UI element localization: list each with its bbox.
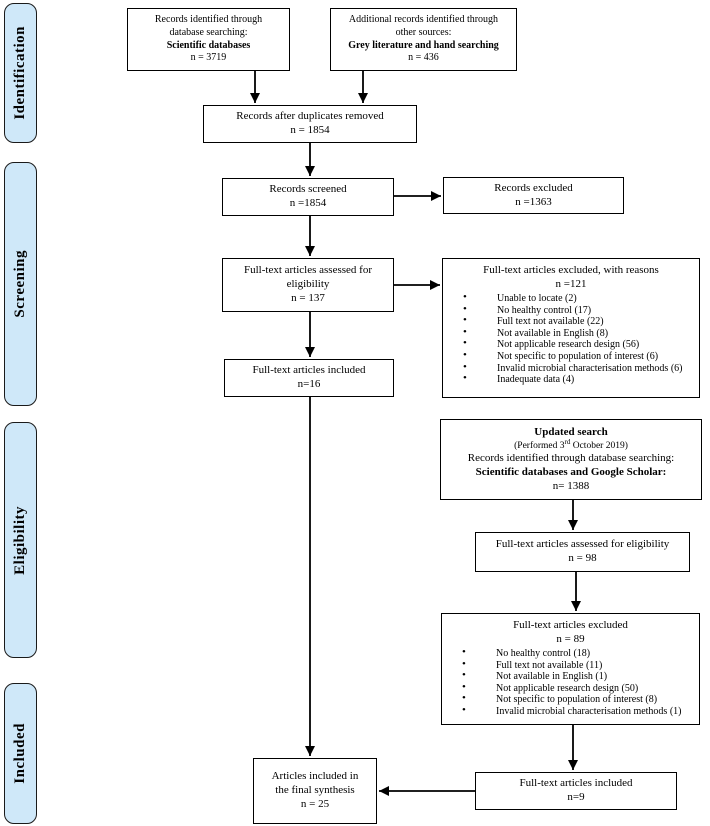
exclusion-reason: Not applicable research design (56) (446, 338, 696, 351)
box-fulltext-excluded-reasons: Full-text articles excluded, with reason… (442, 258, 700, 398)
box-records-excluded: Records excluded n =1363 (443, 177, 624, 214)
exclusion-reason: Unable to locate (2) (446, 292, 696, 305)
box-text-line: database searching: (169, 26, 248, 38)
box-text-line: Records after duplicates removed (236, 110, 384, 123)
box-count: n =1854 (289, 197, 327, 209)
exclusion-reason: Not applicable research design (50) (445, 682, 696, 695)
box-text-line: Full-text articles included (252, 364, 366, 377)
exclusion-reason: Full text not available (22) (446, 315, 696, 328)
box-count: n = 436 (408, 52, 439, 64)
exclusion-reason: Invalid microbial characterisation metho… (446, 362, 696, 375)
box-text-line: Records identified through (154, 14, 263, 26)
box-count: n = 25 (300, 797, 330, 810)
box-text-line: Articles included in (271, 770, 359, 783)
exclusion-reason: Not available in English (1) (445, 670, 696, 683)
box-count: n=16 (297, 378, 321, 390)
exclusion-reason: Not available in English (8) (446, 327, 696, 340)
box-text-line: Records excluded (494, 181, 573, 194)
exclusion-reason-list: Unable to locate (2) No healthy control … (446, 292, 696, 386)
box-duplicates-removed: Records after duplicates removed n = 185… (203, 105, 417, 143)
exclusion-reason: No healthy control (17) (446, 304, 696, 317)
box-fulltext-included-16: Full-text articles included n=16 (224, 359, 394, 397)
stage-eligibility-label: Eligibility (12, 505, 28, 575)
box-count: n = 137 (291, 291, 325, 304)
box-fulltext-included-9: Full-text articles included n=9 (475, 772, 677, 810)
performed-post: October 2019) (570, 440, 628, 451)
box-text-line: eligibility (286, 278, 330, 291)
box-records-identified-database: Records identified through database sear… (127, 8, 290, 71)
box-text-line: Records identified through database sear… (467, 451, 675, 464)
box-text-line: Full-text articles included (519, 777, 633, 790)
box-text-line: the final synthesis (275, 784, 355, 797)
box-count: n = 3719 (190, 52, 227, 64)
performed-pre: (Performed 3 (514, 440, 565, 451)
box-count: n =1363 (515, 195, 552, 208)
box-additional-records: Additional records identified through ot… (330, 8, 517, 71)
exclusion-reason-list: No healthy control (18) Full text not av… (445, 647, 696, 718)
stage-included: Included (4, 683, 37, 824)
stage-identification: Identification (4, 3, 37, 143)
box-text-line: Full-text articles assessed for eligibil… (495, 538, 670, 551)
exclusion-reason: Not specific to population of interest (… (445, 693, 696, 706)
stage-screening-label: Screening (12, 250, 28, 318)
box-count: n = 89 (556, 632, 585, 645)
box-count: n =121 (555, 277, 587, 290)
stage-screening: Screening (4, 162, 37, 406)
exclusion-reason: Inadequate data (4) (446, 373, 696, 386)
stage-included-label: Included (12, 723, 28, 784)
box-text-line: Full-text articles assessed for (244, 264, 372, 277)
exclusion-reason: Not specific to population of interest (… (446, 350, 696, 363)
stage-identification-label: Identification (12, 26, 28, 120)
exclusion-reason: Invalid microbial characterisation metho… (445, 705, 696, 718)
box-updated-search: Updated search (Performed 3rd October 20… (440, 419, 702, 500)
box-fulltext-excluded-2: Full-text articles excluded n = 89 No he… (441, 613, 700, 725)
box-performed-date: (Performed 3rd October 2019) (514, 437, 628, 452)
stage-eligibility: Eligibility (4, 422, 37, 658)
box-fulltext-assessed: Full-text articles assessed for eligibil… (222, 258, 394, 312)
box-final-synthesis: Articles included in the final synthesis… (253, 758, 377, 824)
box-text-line: other sources: (395, 26, 452, 38)
box-title: Full-text articles excluded (513, 619, 628, 631)
exclusion-reason: No healthy control (18) (445, 647, 696, 660)
box-title: Updated search (534, 425, 608, 438)
box-records-screened: Records screened n =1854 (222, 178, 394, 216)
box-count: n=9 (567, 791, 585, 803)
box-text-line: Records screened (269, 183, 347, 196)
box-count: n= 1388 (552, 479, 590, 492)
box-text-bold-line: Scientific databases and Google Scholar: (475, 465, 667, 478)
box-count: n = 98 (568, 552, 597, 564)
box-count: n = 1854 (290, 124, 330, 136)
box-text-bold-line: Grey literature and hand searching (348, 39, 499, 51)
box-fulltext-assessed-2: Full-text articles assessed for eligibil… (475, 532, 690, 572)
performed-sup: rd (564, 437, 571, 446)
box-text-line: Additional records identified through (348, 14, 499, 26)
exclusion-reason: Full text not available (11) (445, 659, 696, 672)
box-title: Full-text articles excluded, with reason… (483, 264, 659, 276)
box-text-bold-line: Scientific databases (166, 39, 251, 51)
